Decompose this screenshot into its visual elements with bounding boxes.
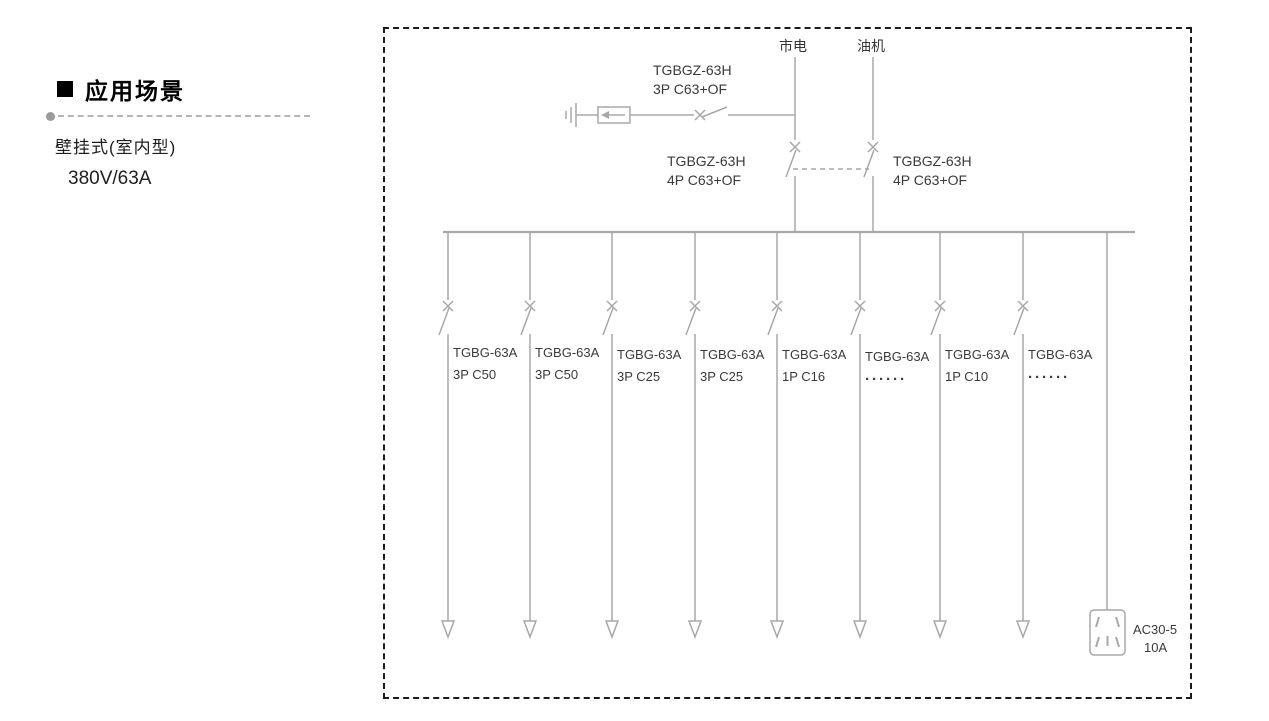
transfer-breaker-left-label: TGBGZ-63H 4P C63+OF [667, 152, 746, 190]
dashed-divider [58, 115, 310, 117]
branch-label: TGBG-63A 1P C10 [945, 348, 1009, 383]
transfer-left-spec: 4P C63+OF [667, 172, 742, 188]
socket-label: AC30-5 10A [1133, 621, 1177, 657]
branch-spec: 3P C25 [617, 369, 661, 384]
square-bullet-icon [57, 81, 73, 97]
transfer-right-spec: 4P C63+OF [893, 172, 968, 188]
branch-model: TGBG-63A [782, 347, 847, 362]
branch-model: TGBG-63A [700, 347, 765, 362]
socket-rating: 10A [1144, 640, 1168, 655]
generator-source-label: 油机 [857, 38, 885, 54]
branch-spec: 1P C10 [945, 369, 989, 384]
branch-label: TGBG-63A ······ [865, 350, 929, 387]
branch-label: TGBG-63A ······ [1028, 348, 1092, 385]
divider-dot-icon [46, 112, 55, 121]
branch-model: TGBG-63A [1028, 347, 1093, 362]
branch-label: TGBG-63A 3P C25 [700, 348, 764, 383]
branch-spec: 3P C25 [700, 369, 744, 384]
mount-type-label: 壁挂式(室内型) [55, 138, 177, 157]
voltage-rating-label: 380V/63A [68, 168, 152, 189]
transfer-breaker-right-label: TGBGZ-63H 4P C63+OF [893, 152, 972, 190]
branch-model: TGBG-63A [617, 347, 682, 362]
branch-spec: 1P C16 [782, 369, 826, 384]
transfer-left-model: TGBGZ-63H [667, 153, 746, 169]
spd-breaker-label: TGBGZ-63H 3P C63+OF [653, 61, 732, 99]
branch-model: TGBG-63A [865, 349, 930, 364]
branch-model: TGBG-63A [453, 345, 518, 360]
branch-label: TGBG-63A 1P C16 [782, 348, 846, 383]
spd-breaker-model: TGBGZ-63H [653, 62, 732, 78]
branch-spec: 3P C50 [535, 367, 579, 382]
section-title-text: 应用场景 [85, 78, 185, 104]
branch-model: TGBG-63A [535, 345, 600, 360]
branch-spec: ······ [1028, 369, 1070, 386]
diagram-border [383, 27, 1192, 699]
branch-spec: ······ [865, 371, 907, 388]
branch-label: TGBG-63A 3P C50 [453, 346, 517, 381]
transfer-right-model: TGBGZ-63H [893, 153, 972, 169]
socket-model: AC30-5 [1133, 622, 1178, 637]
branch-label: TGBG-63A 3P C50 [535, 346, 599, 381]
branch-label: TGBG-63A 3P C25 [617, 348, 681, 383]
spd-breaker-spec: 3P C63+OF [653, 81, 728, 97]
mains-source-label: 市电 [779, 38, 807, 54]
branch-model: TGBG-63A [945, 347, 1010, 362]
branch-spec: 3P C50 [453, 367, 497, 382]
section-title: 应用场景 [57, 72, 185, 106]
